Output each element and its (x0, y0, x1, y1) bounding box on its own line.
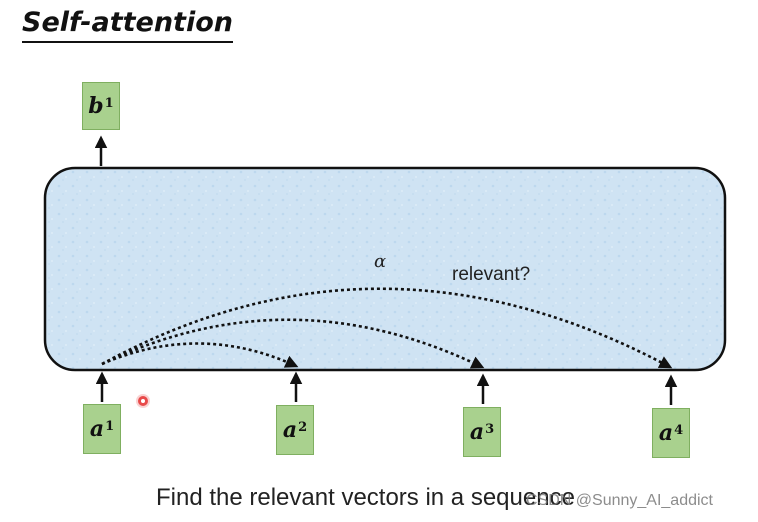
pointer-cursor-icon (138, 396, 148, 406)
slide-caption: Find the relevant vectors in a sequence (156, 484, 575, 511)
input-vector-base: a (89, 416, 105, 442)
attention-arc-1-to-4 (101, 287, 673, 369)
attention-arc-1-to-2 (101, 342, 299, 368)
input-vector-base: a (282, 417, 298, 443)
output-vector-sup: 1 (104, 95, 114, 111)
input-vector-base: a (469, 419, 485, 445)
self-attention-block (43, 166, 727, 372)
attention-arc-1-to-3 (101, 318, 485, 369)
input-vector-sup: 2 (298, 419, 308, 435)
watermark: CSDN @Sunny_AI_addict (526, 492, 713, 509)
input-vector-sup: 1 (105, 418, 115, 434)
input-vector-base: a (658, 420, 674, 446)
input-vector-sup: 4 (674, 422, 684, 438)
alpha-label: α (374, 251, 387, 272)
slide-title: Self-attention (22, 6, 233, 43)
input-vector-sup: 3 (485, 421, 495, 437)
output-vector-base: b (88, 93, 104, 119)
relevant-label: relevant? (452, 264, 531, 285)
